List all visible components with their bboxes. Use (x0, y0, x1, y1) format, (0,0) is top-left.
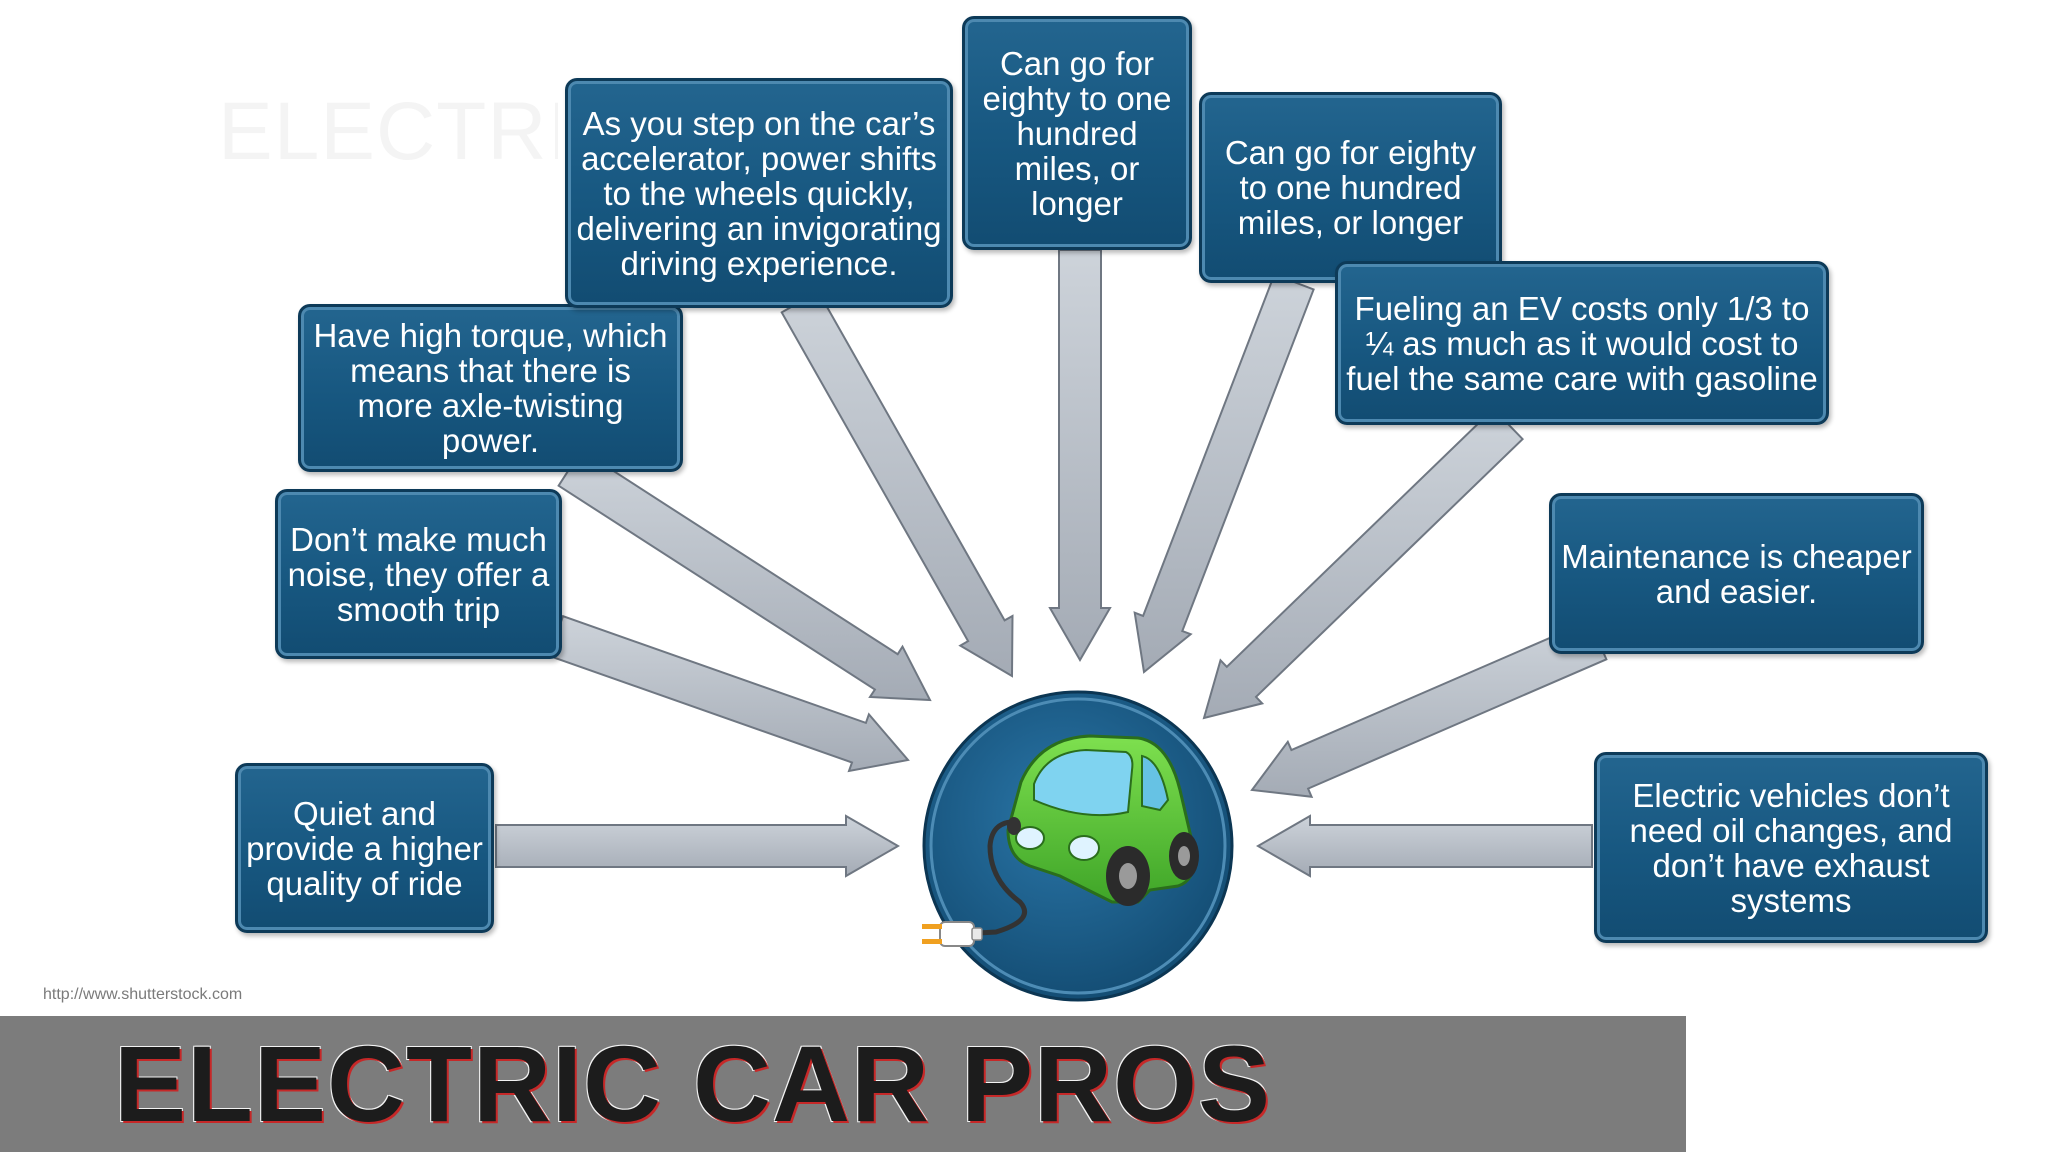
connector-arrow (1250, 619, 1608, 798)
pro-text: Don’t make much noise, they offer a smoo… (287, 520, 550, 628)
connector-arrow (557, 448, 932, 702)
pro-box-range: Can go for eighty to one hundred miles, … (962, 16, 1192, 250)
source-credit: http://www.shutterstock.com (43, 986, 243, 1003)
pro-text: Fueling an EV costs only 1/3 to ¼ as muc… (1346, 289, 1818, 397)
slide-title: ELECTRIC CAR PROS (114, 1023, 1272, 1144)
pro-text: Can go for eighty to one hundred miles, … (982, 44, 1172, 222)
pro-box-maintenance: Maintenance is cheaper and easier. (1549, 493, 1924, 654)
connector-arrow (1048, 249, 1112, 663)
pro-box-quiet-ride: Quiet and provide a higher quality of ri… (235, 763, 494, 933)
connector-arrow (1133, 273, 1315, 674)
pro-box-no-oil-changes: Electric vehicles don’t need oil changes… (1594, 752, 1988, 943)
pro-text: Can go for eighty to one hundred miles, … (1224, 134, 1477, 241)
connector-arrow (547, 614, 910, 773)
pro-box-range-repeat: Can go for eighty to one hundred miles, … (1199, 92, 1502, 283)
pro-box-low-noise: Don’t make much noise, they offer a smoo… (275, 489, 562, 659)
pro-text: Have high torque, which means that there… (313, 317, 668, 459)
connector-arrow (1255, 814, 1593, 878)
pro-text: Electric vehicles don’t need oil changes… (1629, 776, 1953, 919)
pro-text: Maintenance is cheaper and easier. (1561, 537, 1912, 610)
pro-box-quick-acceleration: As you step on the car’s accelerator, po… (565, 78, 953, 308)
pro-box-fuel-cost: Fueling an EV costs only 1/3 to ¼ as muc… (1335, 261, 1829, 425)
title-bar (0, 1016, 1686, 1152)
connector-arrow (1202, 407, 1525, 720)
connector-arrow (495, 814, 901, 878)
pro-box-high-torque: Have high torque, which means that there… (298, 304, 683, 472)
pro-text: Quiet and provide a higher quality of ri… (246, 794, 483, 902)
connector-arrow (780, 290, 1014, 678)
faded-slide-title: ELECTRI (218, 92, 558, 172)
power-plug-icon (922, 921, 983, 947)
electric-car-icon (959, 734, 1199, 937)
pro-text: As you step on the car’s accelerator, po… (576, 104, 942, 282)
